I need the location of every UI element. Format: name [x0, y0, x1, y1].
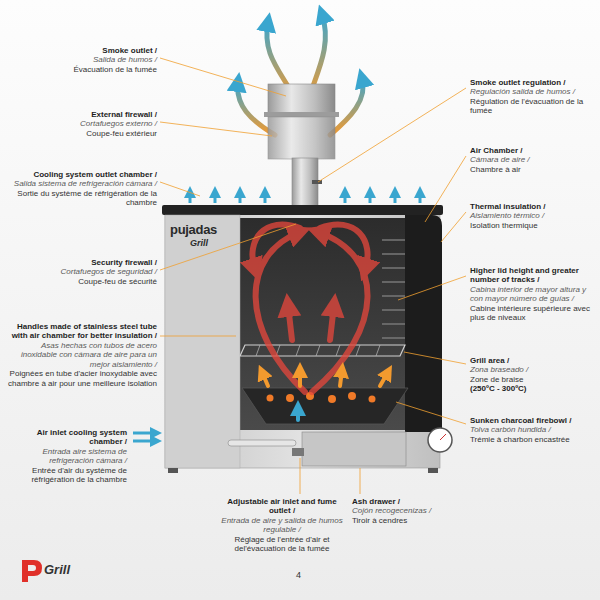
callout-label: Poignées en tube d'acier inoxydable avec… [5, 369, 157, 388]
callout-group: Handles made of stainless steel tube wit… [5, 322, 157, 388]
callout-label: Aislamiento térmico / [470, 211, 595, 220]
brand-logo: pujadas [170, 222, 217, 237]
callout-label: Zona braseado / [470, 365, 595, 374]
callout-label: Smoke outlet / [5, 46, 157, 55]
callout-label: Sunken charcoal firebowl / [470, 416, 595, 425]
callout-group: Sunken charcoal firebowl /Tolva carbón h… [470, 416, 595, 444]
callout-label: Évacuation de la fumée [5, 65, 157, 74]
callout-group: Air inlet cooling system chamber /Entrad… [5, 428, 127, 485]
callout-label: Salida de humos / [5, 55, 157, 64]
callout-label: Air inlet cooling system chamber / [5, 428, 127, 447]
callout-label: Régulation de l'évacuation de la fumée [470, 97, 595, 116]
callout-group: External firewall /Cortafuegos externo /… [5, 110, 157, 138]
callout-group: Thermal insulation /Aislamiento térmico … [470, 202, 595, 230]
page-number: 4 [296, 570, 301, 580]
callout-group: Grill area /Zona braseado /Zone de brais… [470, 356, 595, 394]
callout-label: Handles made of stainless steel tube wit… [5, 322, 157, 341]
callout-label: Regulación salida de humos / [470, 87, 595, 96]
brand-logo: Grill [190, 238, 208, 248]
callout-label: (250ºC - 300ºC) [470, 384, 595, 393]
callout-group: Smoke outlet regulation /Regulación sali… [470, 78, 595, 116]
callout-label: Higher lid height and greater number of … [470, 266, 595, 285]
callout-label: Isolation thermique [470, 221, 595, 230]
callout-group: Ash drawer /Cojón recogecenizas /Tiroir … [352, 497, 442, 525]
callout-label: Cortafuegos de seguridad / [5, 267, 157, 276]
footer-logo: Grill [44, 562, 70, 577]
callout-label: Thermal insulation / [470, 202, 595, 211]
callout-label: Cooling system outlet chamber / [5, 170, 157, 179]
callout-label: External firewall / [5, 110, 157, 119]
callout-label: Air Chamber / [470, 146, 595, 155]
callout-label: Cojón recogecenizas / [352, 506, 442, 515]
callout-label: Cortafuegos externo / [5, 119, 157, 128]
callout-label: Cabina interior de mayor altura y con ma… [470, 285, 595, 304]
callout-label: Sortie du système de réfrigération de la… [5, 189, 157, 208]
callout-group: Adjustable air inlet and fume outlet /En… [218, 497, 346, 554]
callout-label: Chambre à air [470, 165, 595, 174]
callout-label: Coupe-feu extérieur [5, 129, 157, 138]
callout-label: Entrada aire sistema de refrigeración cá… [5, 447, 127, 466]
callout-label: Réglage de l'entrée d'air et del'évacuat… [218, 535, 346, 554]
callout-label: Trémie à charbon encastrée [470, 435, 595, 444]
callout-label: Entrée d'air du système de réfrigération… [5, 466, 127, 485]
callout-label: Cabine intérieure supérieure avec plus d… [470, 304, 595, 323]
callout-label: Security firewall / [5, 258, 157, 267]
callout-label: Salida sistema de refrigeración cámara / [5, 179, 157, 188]
callout-label: Adjustable air inlet and fume outlet / [218, 497, 346, 516]
callout-label: Coupe-feu de sécurité [5, 277, 157, 286]
callout-label: Zone de braise [470, 375, 595, 384]
callout-group: Security firewall /Cortafuegos de seguri… [5, 258, 157, 286]
callout-group: Higher lid height and greater number of … [470, 266, 595, 323]
callout-label: Ash drawer / [352, 497, 442, 506]
callout-label: Entrada de aire y salida de humos regula… [218, 516, 346, 535]
callout-group: Cooling system outlet chamber /Salida si… [5, 170, 157, 208]
callout-group: Smoke outlet /Salida de humos /Évacuatio… [5, 46, 157, 74]
callout-label: Grill area / [470, 356, 595, 365]
callout-label: Tolva carbón hundida / [470, 425, 595, 434]
callout-label: Asas hechas con tubos de acero inoxidabl… [5, 341, 157, 369]
callout-group: Air Chamber /Cámara de aire /Chambre à a… [470, 146, 595, 174]
callout-label: Tiroir à cendres [352, 516, 442, 525]
callout-label: Cámara de aire / [470, 155, 595, 164]
callout-label: Smoke outlet regulation / [470, 78, 595, 87]
